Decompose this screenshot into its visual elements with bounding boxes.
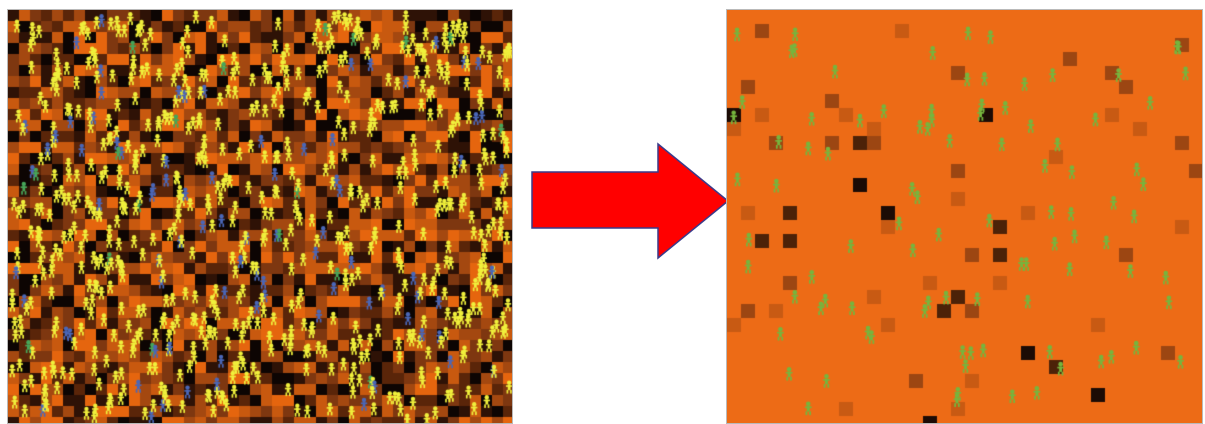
world-grid-before bbox=[8, 10, 512, 423]
world-view-before bbox=[7, 9, 513, 424]
world-view-after bbox=[726, 9, 1203, 424]
world-grid-after bbox=[727, 10, 1202, 423]
transition-arrow-icon bbox=[531, 142, 730, 260]
arrow-shape bbox=[531, 142, 730, 260]
